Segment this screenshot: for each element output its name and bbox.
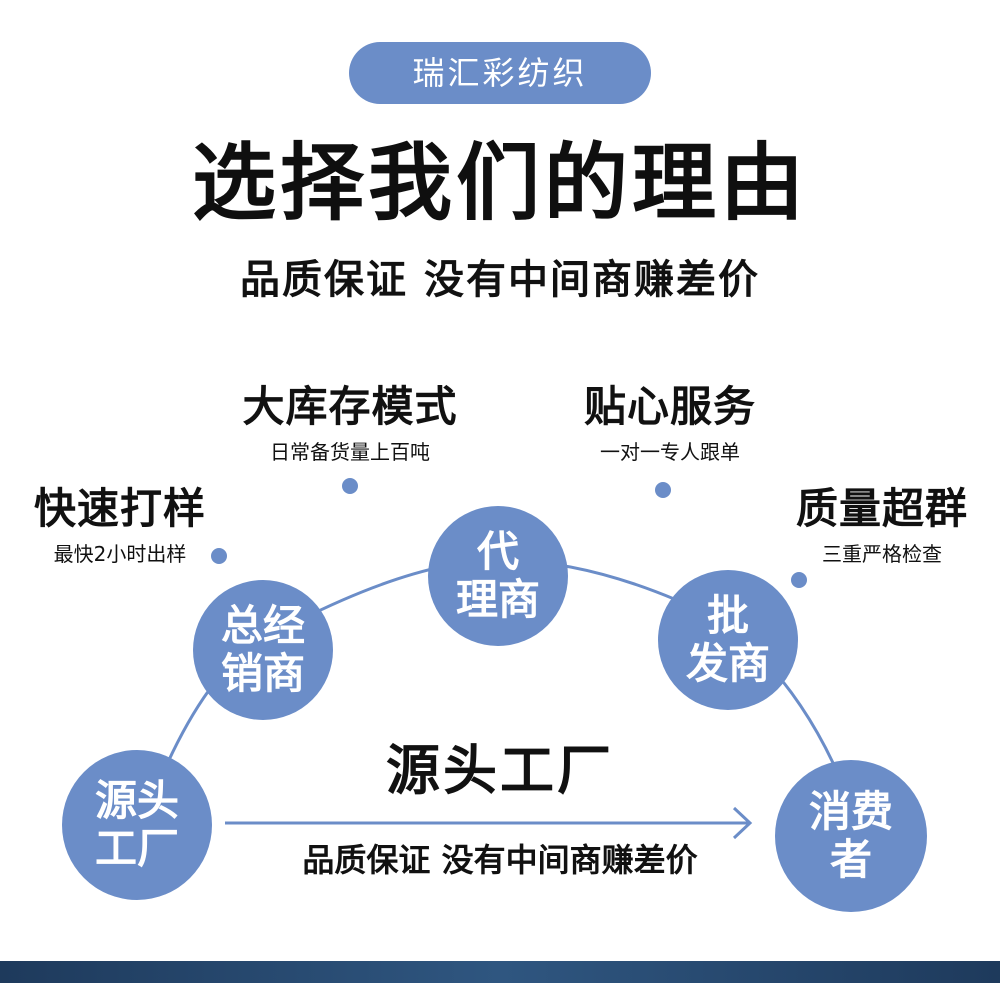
node-line: 销商 <box>220 649 305 698</box>
flow-subtitle: 品质保证 没有中间商赚差价 <box>302 841 698 879</box>
node-consumer: 消费 者 <box>775 760 927 912</box>
node-line: 消费 <box>808 787 893 836</box>
feature-fast-sample: 快速打样 最快2小时出样 <box>0 482 240 568</box>
feature-title: 大库存模式 <box>242 382 458 431</box>
node-distributor: 总经 销商 <box>193 580 333 720</box>
feature-desc: 三重严格检查 <box>822 542 942 566</box>
node-line: 工厂 <box>94 824 179 873</box>
bottom-bar <box>0 961 1000 983</box>
feature-desc: 一对一专人跟单 <box>600 440 740 464</box>
feature-service: 贴心服务 一对一专人跟单 <box>540 380 800 466</box>
node-line: 发商 <box>685 639 770 688</box>
node-line: 总经 <box>220 601 305 650</box>
feature-desc: 最快2小时出样 <box>53 542 187 566</box>
node-source-factory: 源头 工厂 <box>62 750 212 900</box>
marker-dot-sample <box>211 548 227 564</box>
page-title: 选择我们的理由 <box>191 134 808 232</box>
node-wholesaler: 批 发商 <box>658 570 798 710</box>
node-line: 批 <box>706 591 749 640</box>
page-subtitle: 品质保证 没有中间商赚差价 <box>240 257 760 303</box>
marker-dot-stock <box>342 478 358 494</box>
flow-title: 源头工厂 <box>386 739 614 802</box>
feature-large-stock: 大库存模式 日常备货量上百吨 <box>220 380 480 466</box>
feature-quality: 质量超群 三重严格检查 <box>764 482 1000 568</box>
marker-dot-service <box>655 482 671 498</box>
node-line: 源头 <box>94 776 179 825</box>
node-line: 代 <box>476 527 519 576</box>
marker-dot-quality <box>791 572 807 588</box>
feature-title: 质量超群 <box>795 484 968 533</box>
feature-title: 贴心服务 <box>583 382 756 431</box>
flow-arrow-head <box>732 806 753 840</box>
feature-title: 快速打样 <box>33 484 206 533</box>
node-line: 者 <box>829 835 872 884</box>
brand-badge: 瑞汇彩纺织 <box>349 42 651 104</box>
node-agent: 代 理商 <box>428 506 568 646</box>
node-line: 理商 <box>455 575 540 624</box>
feature-desc: 日常备货量上百吨 <box>270 440 430 464</box>
